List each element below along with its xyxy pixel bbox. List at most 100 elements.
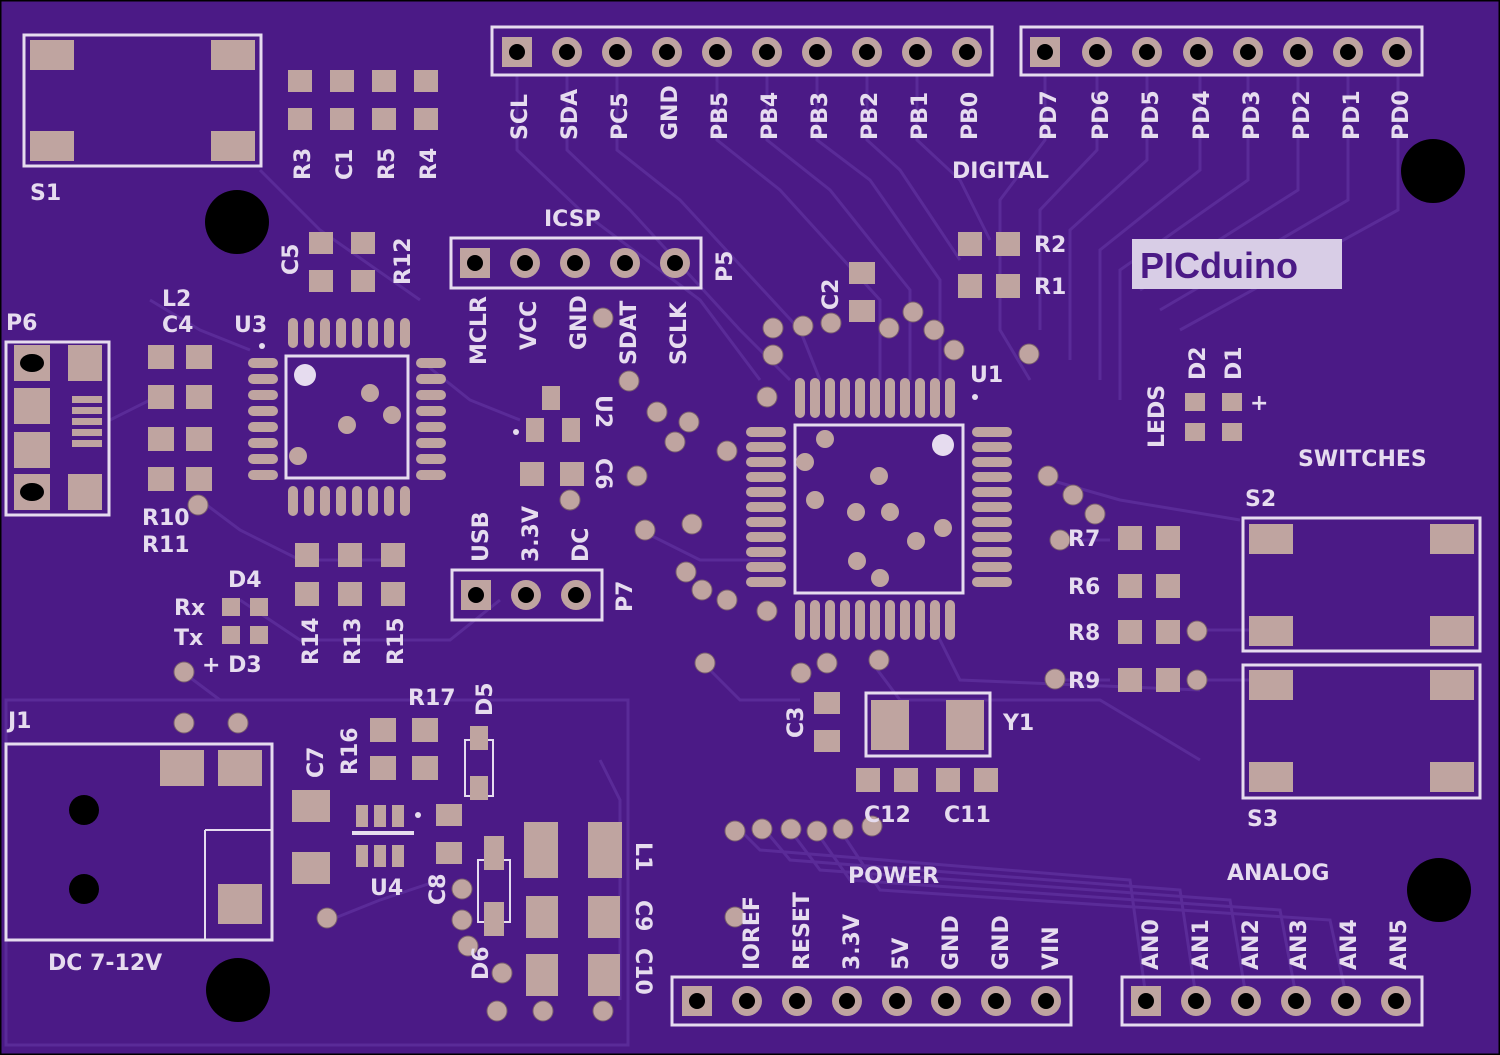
- ref-d5: D5: [473, 682, 498, 716]
- ref-u1: U1: [970, 363, 1003, 388]
- power-pin-label: IOREF: [740, 896, 765, 970]
- pin-label: PD7: [1037, 90, 1062, 140]
- pin-label: PD1: [1340, 90, 1365, 140]
- ref-d6: D6: [469, 946, 494, 980]
- rx-label: Rx: [174, 596, 205, 621]
- c2-pads: [849, 262, 875, 322]
- switch-s3: [1241, 663, 1482, 800]
- icsp-pin-label: SDAT: [617, 301, 642, 365]
- jumper-p7: [450, 568, 604, 622]
- pin-label: PD5: [1139, 90, 1164, 140]
- analog-pin-label: AN5: [1387, 919, 1412, 970]
- ref-r7: R7: [1068, 527, 1100, 552]
- ref-c1: C1: [333, 149, 358, 180]
- ref-r12: R12: [391, 237, 416, 285]
- pin-label: PD0: [1389, 90, 1414, 140]
- ref-c5: C5: [279, 244, 304, 275]
- ref-r6: R6: [1068, 575, 1100, 600]
- ref-r13: R13: [341, 617, 366, 665]
- pin-label: PB4: [758, 92, 783, 140]
- icsp-pin-label: VCC: [517, 301, 542, 350]
- l2-c4-pads: [148, 345, 212, 491]
- ref-c7: C7: [304, 747, 329, 778]
- ref-c4: C4: [162, 313, 193, 338]
- ref-s2: S2: [1245, 487, 1276, 512]
- analog-pin-label: AN4: [1337, 919, 1362, 970]
- ref-d1: D1: [1222, 346, 1247, 380]
- icsp-pin-label: MCLR: [467, 296, 492, 365]
- ref-p7: P7: [613, 581, 638, 612]
- ic-u3-pins: [248, 318, 446, 516]
- power-label: POWER: [848, 864, 939, 889]
- regulator-u4: [352, 805, 421, 867]
- ref-c12: C12: [864, 803, 911, 828]
- c11-c12-pads: [856, 768, 998, 792]
- p7-pin-label: DC: [569, 528, 594, 562]
- icsp-label: ICSP: [544, 207, 601, 232]
- power-header: [670, 975, 1073, 1027]
- p7-pin-label: USB: [469, 512, 494, 562]
- ref-d3: + D3: [202, 653, 262, 678]
- ref-l2: L2: [162, 287, 191, 312]
- ref-p5: P5: [713, 251, 738, 282]
- ref-c9: C9: [630, 900, 655, 931]
- ref-r1: R1: [1034, 275, 1066, 300]
- analog-pin-label: AN2: [1239, 919, 1264, 970]
- digital-label: DIGITAL: [952, 159, 1049, 184]
- dc-input-label: DC 7-12V: [48, 951, 162, 976]
- pin-label: PC5: [608, 92, 633, 140]
- ref-u3: U3: [234, 313, 267, 338]
- ref-c3: C3: [784, 707, 809, 738]
- ref-d2: D2: [1186, 346, 1211, 380]
- icsp-header: [449, 236, 703, 290]
- ref-r15: R15: [384, 617, 409, 665]
- tx-label: Tx: [174, 626, 203, 651]
- analog-pin-label: AN3: [1287, 919, 1312, 970]
- copper-traces: [109, 75, 1400, 1000]
- c8-pads: [436, 804, 462, 864]
- c7-pads: [292, 790, 330, 884]
- pin-label: PB0: [958, 92, 983, 140]
- power-pin-label: VIN: [1039, 926, 1064, 970]
- ref-s1: S1: [30, 181, 61, 206]
- icsp-pin-label: SCLK: [667, 301, 692, 365]
- ref-c10: C10: [630, 948, 655, 995]
- ref-u4: U4: [370, 876, 403, 901]
- pin-label: PD3: [1240, 90, 1265, 140]
- c3-pads: [814, 692, 840, 752]
- ref-r3: R3: [291, 148, 316, 180]
- ref-c11: C11: [944, 803, 991, 828]
- leds-pads: [1185, 393, 1242, 441]
- pin-label: PB2: [858, 92, 883, 140]
- mounting-holes: [205, 139, 1471, 1022]
- vias: [173, 301, 1208, 1022]
- ref-c6: C6: [590, 458, 615, 489]
- ref-c2: C2: [819, 279, 844, 310]
- mcu-u1-pins: [746, 378, 1012, 640]
- pin-label: PD2: [1290, 90, 1315, 140]
- r16-r17-pads: [370, 718, 438, 780]
- pin-label: PD4: [1190, 90, 1215, 140]
- r1-r2-pads: [958, 232, 1020, 298]
- header-top-left-labels: SCL SDA PC5 GND PB5 PB4 PB3 PB2 PB1 PB0: [508, 85, 983, 140]
- power-pin-label: 5V: [889, 938, 914, 970]
- p7-pin-label: 3.3V: [519, 506, 544, 562]
- pin-label: PB5: [708, 92, 733, 140]
- power-pin-label: GND: [939, 915, 964, 970]
- ic-u3: [259, 343, 410, 480]
- switches-label: SWITCHES: [1298, 447, 1427, 472]
- analog-pin-label: AN1: [1189, 919, 1214, 970]
- led-plus: +: [1250, 391, 1268, 416]
- pin-label: SDA: [558, 89, 583, 140]
- ref-r8: R8: [1068, 621, 1100, 646]
- ref-r17: R17: [408, 686, 456, 711]
- rx-tx-leds: [222, 598, 268, 644]
- pin-label: GND: [658, 85, 683, 140]
- ref-c8: C8: [426, 874, 451, 905]
- crystal-y1: [864, 691, 992, 758]
- ref-r11: R11: [142, 533, 190, 558]
- r6-r9-pads: [1118, 526, 1180, 692]
- header-top-right-labels: PD7 PD6 PD5 PD4 PD3 PD2 PD1 PD0: [1037, 90, 1414, 140]
- ref-s3: S3: [1247, 807, 1278, 832]
- pin-label: PD6: [1089, 90, 1114, 140]
